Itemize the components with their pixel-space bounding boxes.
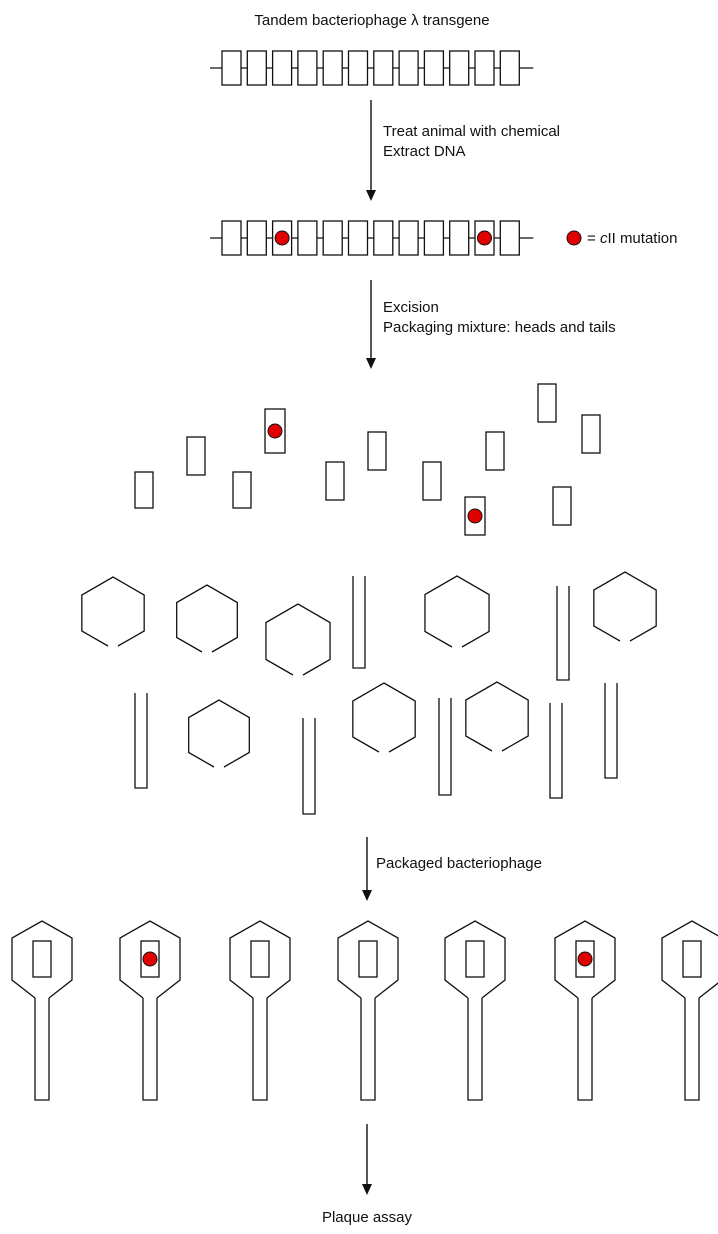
transgene-copy: [323, 51, 342, 85]
mutation-dot: [578, 952, 592, 966]
phage-head: [230, 921, 290, 998]
mutation-dot: [468, 509, 482, 523]
phage-tail: [685, 998, 699, 1100]
transgene-copy: [500, 51, 519, 85]
phage-head: [594, 572, 656, 641]
mutation-dot: [143, 952, 157, 966]
packaged-phage: [445, 921, 505, 1100]
phage-tail: [35, 998, 49, 1100]
phage-tail: [135, 693, 147, 788]
dna-fragment: [233, 472, 251, 508]
packaged-dna: [466, 941, 484, 977]
transgene-copy: [273, 51, 292, 85]
packaged-dna: [251, 941, 269, 977]
dna-fragment: [486, 432, 504, 470]
phage-tail: [557, 586, 569, 680]
packaged-dna: [33, 941, 51, 977]
step2-line2: Packaging mixture: heads and tails: [383, 319, 616, 336]
transgene-copy: [222, 51, 241, 85]
packaged-phage: [120, 921, 180, 1100]
phage-tail: [468, 998, 482, 1100]
arrow-packaged: [362, 837, 372, 901]
dna-fragment: [326, 462, 344, 500]
transgene-copy: [424, 221, 443, 255]
phage-tail: [253, 998, 267, 1100]
phage-head: [338, 921, 398, 998]
transgene-copy: [424, 51, 443, 85]
transgene-copy: [374, 221, 393, 255]
legend-mutation-dot: [567, 231, 581, 245]
packaged-phage: [12, 921, 72, 1100]
phage-head: [425, 576, 489, 647]
arrow-plaque-assay: [362, 1124, 372, 1195]
dna-fragment: [582, 415, 600, 453]
step4-label: Plaque assay: [322, 1209, 413, 1226]
mutation-dot: [275, 231, 289, 245]
transgene-copy: [450, 51, 469, 85]
packaged-phage: [555, 921, 615, 1100]
arrow-treat-extract: [366, 100, 376, 201]
step1-line2: Extract DNA: [383, 143, 466, 160]
transgene-copy: [298, 221, 317, 255]
transgene-copy: [323, 221, 342, 255]
packaged-phage: [662, 921, 718, 1100]
phage-head: [82, 577, 144, 646]
packaged-phage: [230, 921, 290, 1100]
transgene-copy: [374, 51, 393, 85]
transgene-copy: [247, 51, 266, 85]
transgene-copy: [450, 221, 469, 255]
dna-fragment: [553, 487, 571, 525]
dna-fragment: [368, 432, 386, 470]
legend: = cII mutation: [567, 230, 677, 247]
packaged-dna: [683, 941, 701, 977]
packaged-dna: [359, 941, 377, 977]
phage-head: [353, 683, 415, 752]
arrow-excision-packaging: [366, 280, 376, 369]
step2-line1: Excision: [383, 299, 439, 316]
phage-tail: [361, 998, 375, 1100]
phage-tail: [353, 576, 365, 668]
transgene-copy: [349, 51, 368, 85]
phage-head: [12, 921, 72, 998]
transgene-copy: [349, 221, 368, 255]
title-text: Tandem bacteriophage λ transgene: [254, 12, 489, 29]
packaged-bacteriophages: [12, 921, 718, 1100]
dna-fragment: [187, 437, 205, 475]
transgene-copy: [298, 51, 317, 85]
transgene-copy: [247, 221, 266, 255]
transgene-copy: [500, 221, 519, 255]
phage-head: [266, 604, 330, 675]
mutation-dot: [268, 424, 282, 438]
phage-heads: [82, 572, 656, 767]
phage-tail: [550, 703, 562, 798]
transgene-copy: [399, 51, 418, 85]
phage-head: [445, 921, 505, 998]
phage-head: [189, 700, 250, 767]
excised-dna-fragments: [135, 384, 600, 535]
packaged-phage: [338, 921, 398, 1100]
dna-fragment: [538, 384, 556, 422]
mutation-dot: [478, 231, 492, 245]
phage-head: [177, 585, 238, 652]
phage-tails: [135, 576, 617, 814]
phage-head: [662, 921, 718, 998]
transgene-copy: [475, 51, 494, 85]
mutated-transgene-array: [210, 221, 533, 255]
legend-text: = cII mutation: [587, 230, 677, 247]
phage-tail: [303, 718, 315, 814]
step3-label: Packaged bacteriophage: [376, 855, 542, 872]
phage-tail: [143, 998, 157, 1100]
phage-head: [466, 682, 528, 751]
phage-tail: [439, 698, 451, 795]
transgene-copy: [222, 221, 241, 255]
phage-tail: [605, 683, 617, 778]
transgene-copy: [399, 221, 418, 255]
dna-fragment: [135, 472, 153, 508]
step1-line1: Treat animal with chemical: [383, 123, 560, 140]
phage-tail: [578, 998, 592, 1100]
tandem-transgene-array: [210, 51, 533, 85]
dna-fragment: [423, 462, 441, 500]
